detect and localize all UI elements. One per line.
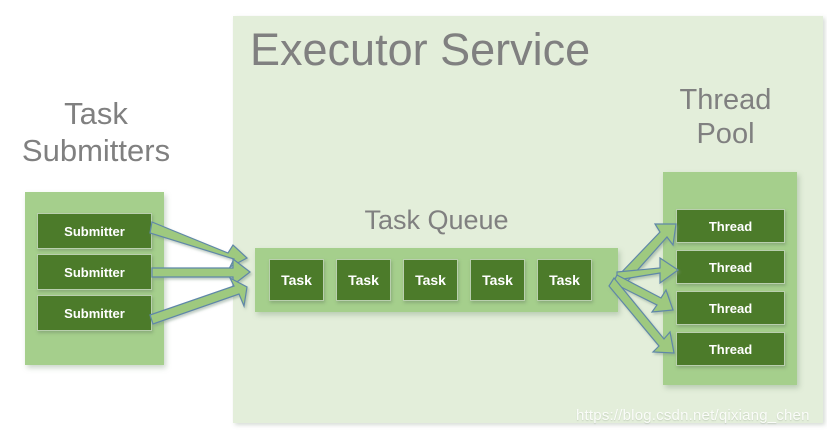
task-cell[interactable]: Task — [470, 259, 525, 301]
task-queue-title: Task Queue — [364, 205, 509, 235]
task-cell[interactable]: Task — [269, 259, 324, 301]
executor-service-title: Executor Service — [250, 24, 591, 75]
task-cell[interactable]: Task — [403, 259, 458, 301]
thread-cell[interactable]: Thread — [676, 332, 785, 366]
thread-cell[interactable]: Thread — [676, 209, 785, 243]
thread-cell[interactable]: Thread — [676, 250, 785, 284]
task-cell[interactable]: Task — [537, 259, 592, 301]
watermark-text: https://blog.csdn.net/qixiang_chen — [576, 407, 810, 424]
thread-pool-title: Thread Pool — [679, 84, 772, 151]
task-submitters-title: Task Submitters — [21, 96, 171, 168]
thread-cell[interactable]: Thread — [676, 291, 785, 325]
task-cell[interactable]: Task — [336, 259, 391, 301]
submitter-cell[interactable]: Submitter — [37, 213, 152, 249]
submitter-cell[interactable]: Submitter — [37, 254, 152, 290]
submitter-cell[interactable]: Submitter — [37, 295, 152, 331]
